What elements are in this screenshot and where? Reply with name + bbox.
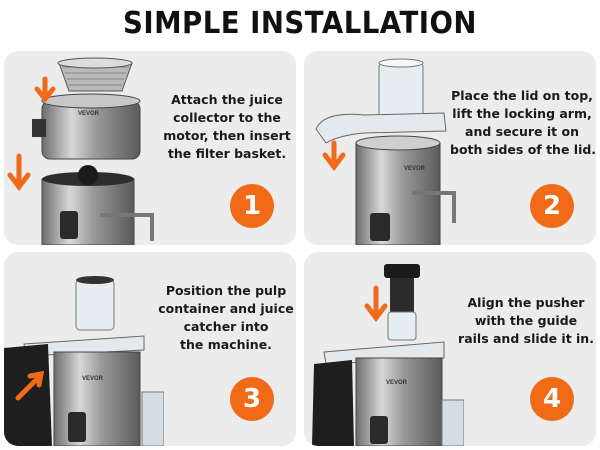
instruction-line: the filter basket. [167, 146, 287, 161]
juicer-containers-illustration [4, 276, 164, 446]
juicer-pusher-illustration [312, 264, 464, 446]
instruction-line: rails and slide it in. [458, 331, 594, 346]
brand-logo: VEVOR [78, 111, 100, 117]
instruction-line: collector to the [173, 110, 281, 125]
step-3-instructions: Position the pulp container and juice ca… [158, 282, 294, 354]
juicer-lid-illustration [315, 58, 456, 245]
instruction-line: Position the pulp [165, 283, 287, 298]
instruction-line: motor, then insert [163, 128, 291, 143]
step-2-badge: 2 [530, 184, 574, 228]
step-2-panel: VEVOR Place the lid on top, lift the loc… [304, 51, 596, 245]
juicer-exploded-illustration [7, 57, 154, 245]
step-4-instructions: Align the pusher with the guide rails an… [458, 294, 594, 348]
step-1-panel: VEVOR Attach the juice collector to the … [4, 51, 296, 245]
brand-logo: VEVOR [82, 376, 104, 382]
brand-logo: VEVOR [404, 166, 426, 172]
brand-logo: VEVOR [386, 380, 408, 386]
instruction-line: Place the lid on top, [451, 88, 593, 103]
instruction-line: Attach the juice [171, 92, 283, 107]
instruction-line: Align the pusher [467, 295, 585, 310]
step-3-panel: VEVOR Position the pulp container and ju… [4, 252, 296, 446]
instruction-line: both sides of the lid. [450, 142, 596, 157]
step-1-badge: 1 [230, 184, 274, 228]
instruction-line: the machine. [180, 337, 272, 352]
instruction-line: catcher into [183, 319, 269, 334]
instruction-line: container and juice [158, 301, 294, 316]
step-4-badge: 4 [530, 377, 574, 421]
instruction-line: with the guide [474, 313, 578, 328]
instruction-line: lift the locking arm, [452, 106, 592, 121]
page-title: SIMPLE INSTALLATION [123, 6, 477, 41]
step-1-instructions: Attach the juice collector to the motor,… [162, 91, 292, 163]
step-3-badge: 3 [230, 377, 274, 421]
step-4-panel: VEVOR Align the pusher with the guide ra… [304, 252, 596, 446]
step-2-instructions: Place the lid on top, lift the locking a… [450, 87, 596, 159]
instruction-line: and secure it on [465, 124, 579, 139]
